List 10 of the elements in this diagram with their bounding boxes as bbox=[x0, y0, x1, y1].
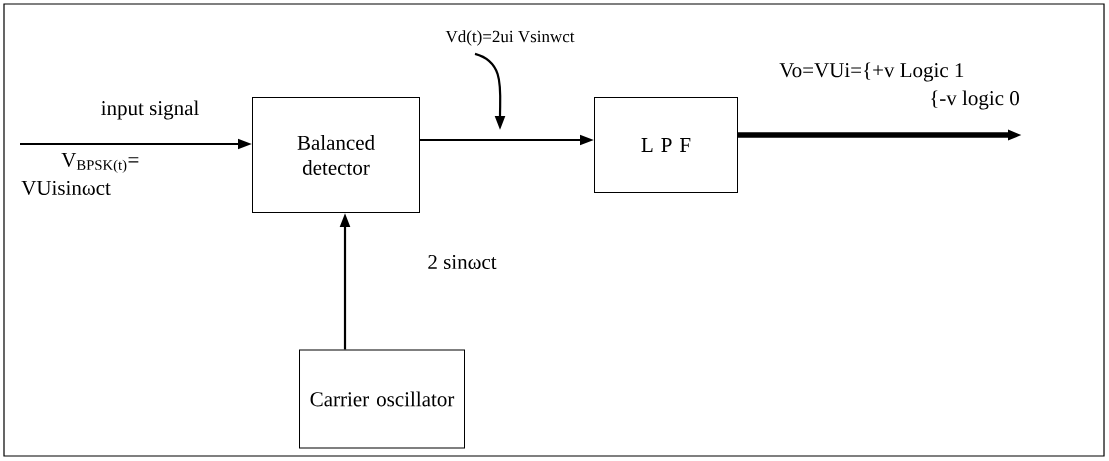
formula-text: VUisinωct bbox=[21, 180, 111, 196]
formula-text: Vd(t)=2ui Vsinwct bbox=[445, 30, 575, 46]
process-box: Balanced detector bbox=[252, 97, 420, 213]
edge-label: 2 sinωct bbox=[426, 253, 498, 271]
process-box: L P F bbox=[594, 97, 738, 193]
formula-text: V$_{BPSK(t)}$= bbox=[61, 153, 139, 173]
process-box: Carrier oscillator bbox=[299, 349, 465, 449]
formula-text: Vo=VUi={+v Logic 1 bbox=[779, 62, 964, 82]
formula-text: {-v logic 0 bbox=[931, 90, 1019, 110]
edge-label: input signal bbox=[99, 99, 201, 121]
